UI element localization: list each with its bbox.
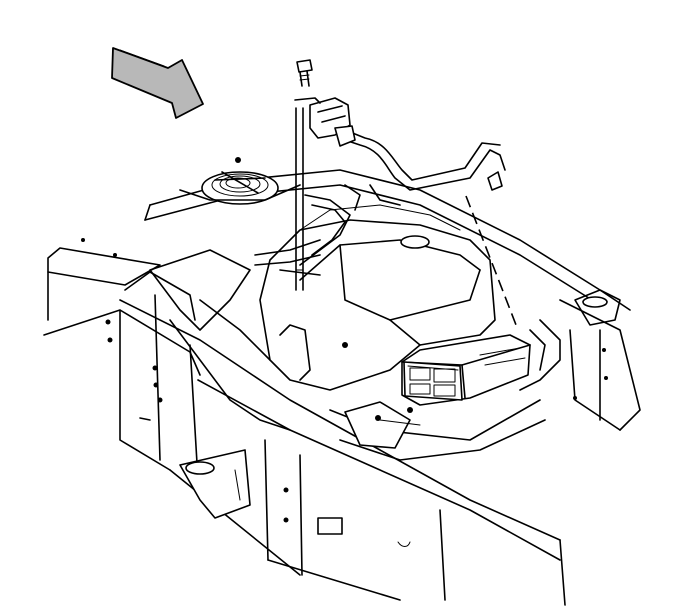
sensor-bracket-icon <box>294 97 356 147</box>
fuel-lines-icon <box>254 194 351 276</box>
vapor-line-icon <box>344 131 506 191</box>
evap-canister-icon <box>401 334 531 406</box>
frame-rail-left-icon <box>43 247 566 606</box>
fuel-tank-icon <box>259 204 496 391</box>
direction-arrow-icon <box>111 47 204 119</box>
install-guide-line <box>465 195 519 331</box>
guide-strap <box>295 107 304 291</box>
spare-tire-icon <box>179 157 301 205</box>
bolt-icon <box>296 59 313 87</box>
